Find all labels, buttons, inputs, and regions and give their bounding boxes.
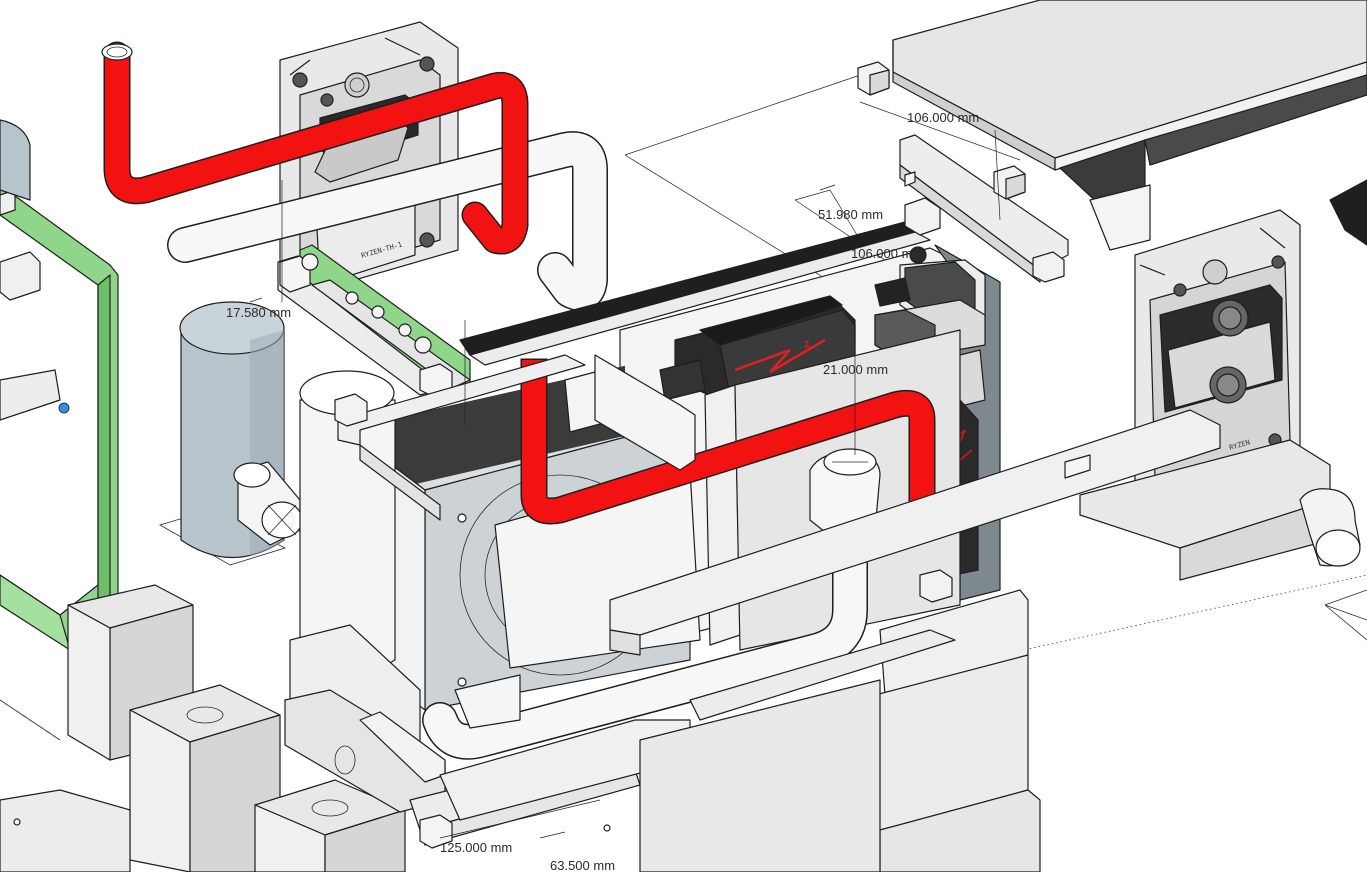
dimension-annotations: 106.000 mm 51.980 mm 106.000 mm 17.580 m… bbox=[226, 101, 1021, 872]
white-tube-lower[interactable] bbox=[422, 448, 881, 760]
reservoir-tank[interactable] bbox=[158, 301, 303, 566]
upper-rail[interactable] bbox=[857, 61, 1069, 283]
green-frame-left[interactable] bbox=[0, 184, 119, 651]
mounting-rail-center[interactable] bbox=[459, 197, 941, 366]
dimension-label-1[interactable]: 106.000 mm bbox=[907, 110, 979, 125]
dimension-label-6[interactable]: 125.000 mm bbox=[440, 840, 512, 855]
center-lower-structure[interactable] bbox=[284, 624, 956, 872]
red-tube-upper[interactable] bbox=[101, 41, 529, 255]
dimension-label-2[interactable]: 51.980 mm bbox=[818, 207, 883, 222]
lower-left-blocks[interactable] bbox=[0, 584, 406, 872]
right-base-block[interactable] bbox=[1079, 439, 1361, 581]
lower-right-structure[interactable] bbox=[874, 569, 1041, 872]
dimension-label-4[interactable]: 17.580 mm bbox=[226, 305, 291, 320]
white-tube-upper[interactable] bbox=[167, 131, 608, 312]
left-bracket-bar[interactable] bbox=[277, 244, 471, 397]
gpu-logo: Z bbox=[802, 339, 811, 351]
construction-guide-lines bbox=[0, 69, 1367, 741]
psu-bracket-frame[interactable] bbox=[334, 354, 696, 521]
dimension-label-7[interactable]: 63.500 mm bbox=[550, 858, 615, 872]
long-support-bar[interactable] bbox=[609, 409, 1221, 656]
dimension-label-3[interactable]: 106.000 mm bbox=[851, 246, 923, 261]
top-shelf-plate[interactable] bbox=[892, 0, 1367, 251]
dimension-label-5[interactable]: 21.000 mm bbox=[823, 362, 888, 377]
reservoir-left-partial[interactable] bbox=[0, 119, 31, 201]
